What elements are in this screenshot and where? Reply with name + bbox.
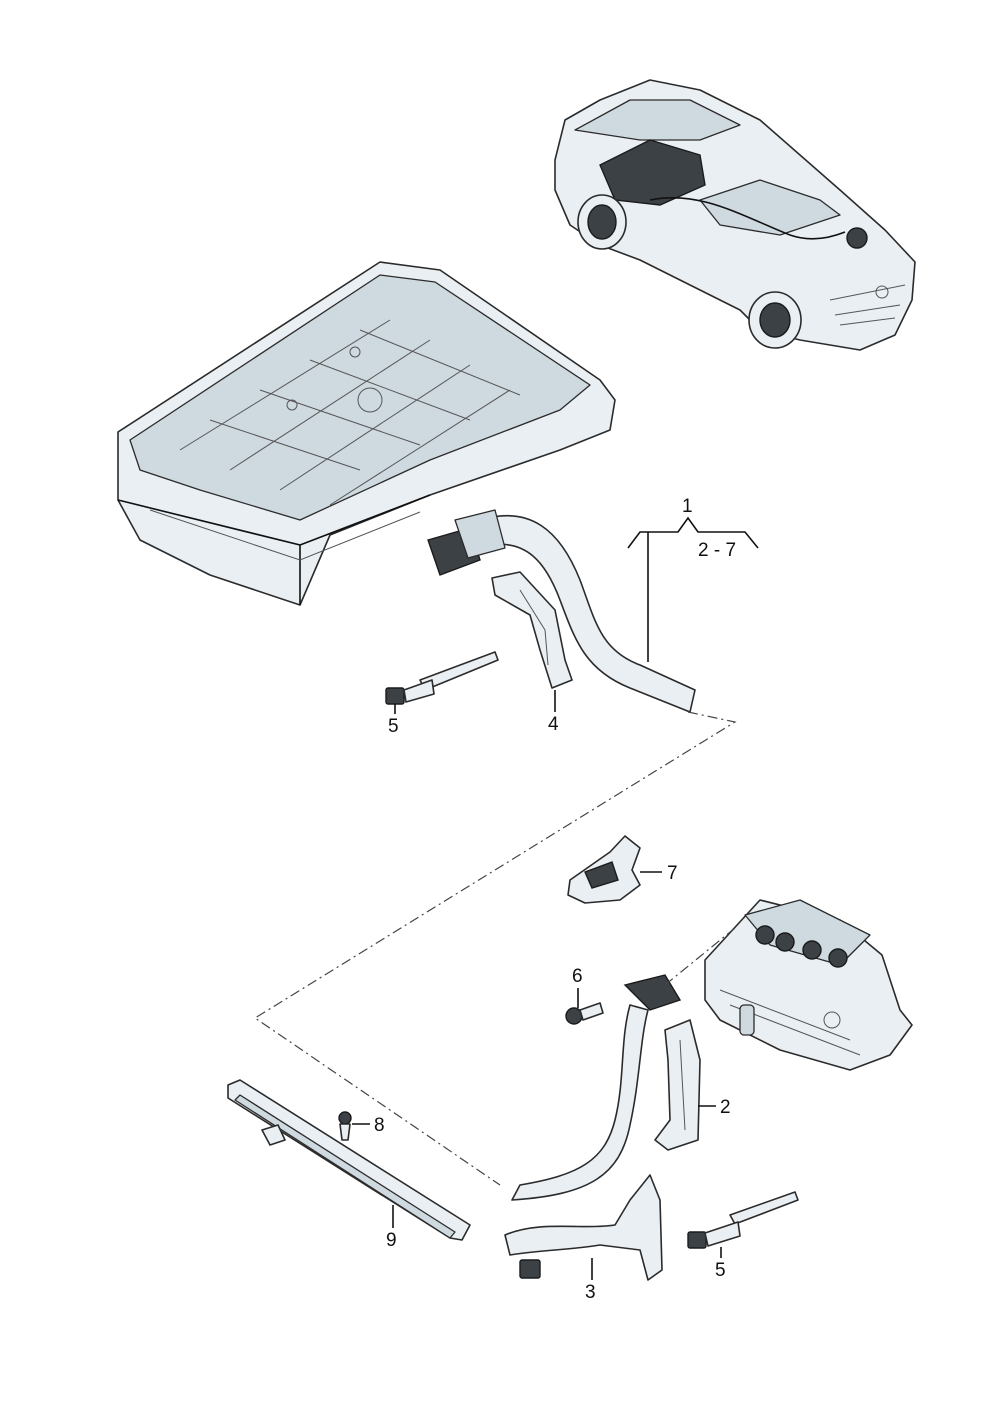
vehicle-illustration <box>554 79 916 351</box>
callout-8: 8 <box>374 1115 385 1136</box>
cable-tie-5-lower <box>687 1191 799 1249</box>
callout-3: 3 <box>585 1282 596 1303</box>
callout-2: 2 <box>720 1097 731 1118</box>
clip-8-illustration <box>338 1111 352 1141</box>
callout-5-upper: 5 <box>388 716 399 737</box>
bracket-3-illustration <box>504 1174 663 1281</box>
callout-9: 9 <box>386 1230 397 1251</box>
connection-line-charger <box>664 927 736 986</box>
cable-tie-5-upper <box>385 651 499 705</box>
callout-5-lower: 5 <box>715 1260 726 1281</box>
bolt-6-illustration <box>565 1002 604 1025</box>
callout-2-7: 2 - 7 <box>698 540 736 561</box>
connection-line <box>253 711 737 1186</box>
callout-1: 1 <box>682 496 693 517</box>
charger-module-illustration <box>704 899 913 1071</box>
callout-leaders <box>352 516 759 1280</box>
callout-7: 7 <box>667 863 678 884</box>
callout-4: 4 <box>548 714 559 735</box>
callout-6: 6 <box>572 966 583 987</box>
bracket-4-illustration <box>491 571 573 689</box>
clip-7-illustration <box>567 835 641 904</box>
battery-tray-illustration <box>117 261 616 606</box>
bracket-2-illustration <box>654 1019 701 1151</box>
charging-cable-upper <box>427 509 696 713</box>
rail-9-illustration <box>227 1079 471 1241</box>
